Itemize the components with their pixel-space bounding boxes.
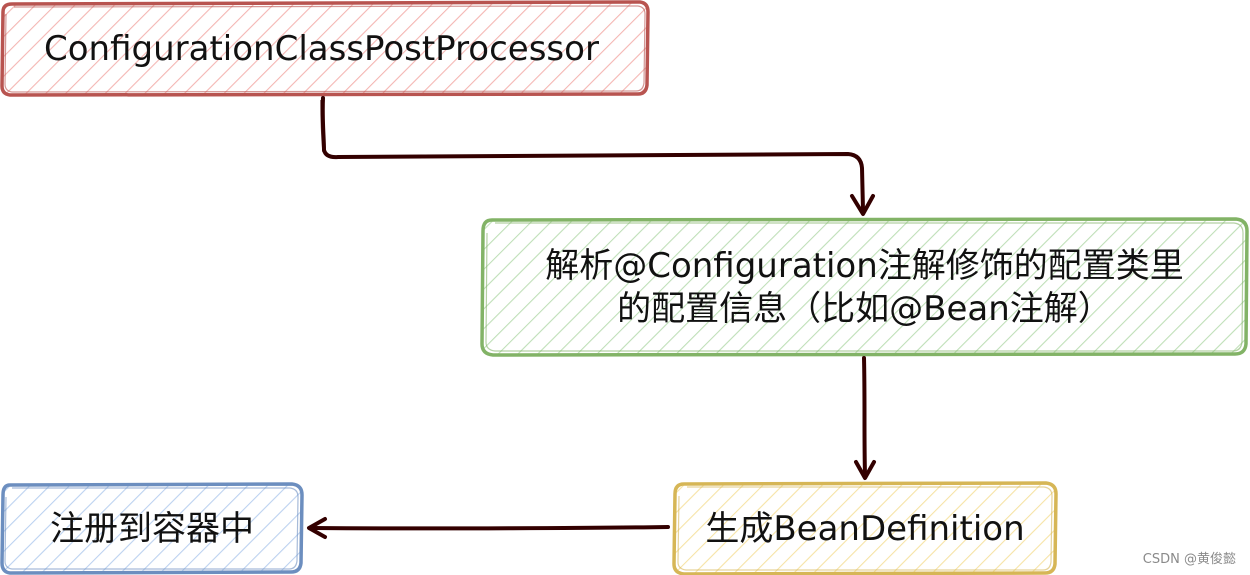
arrowhead-register xyxy=(307,517,327,539)
arrowhead-generate xyxy=(854,460,876,480)
node-parse[interactable] xyxy=(480,217,1249,357)
node-parse-border xyxy=(480,217,1249,357)
node-processor-border xyxy=(0,0,650,97)
node-processor[interactable] xyxy=(0,0,650,97)
node-register-border xyxy=(0,482,304,575)
arrowhead-parse xyxy=(850,194,875,216)
node-generate-border xyxy=(672,481,1058,575)
edge-generate-to-register xyxy=(307,517,670,539)
edge-processor-to-parse xyxy=(320,96,875,216)
node-generate[interactable] xyxy=(672,481,1058,575)
watermark: CSDN @黄俊懿 xyxy=(1142,552,1236,567)
edge-parse-to-generate xyxy=(854,356,876,480)
node-register[interactable] xyxy=(0,482,304,575)
